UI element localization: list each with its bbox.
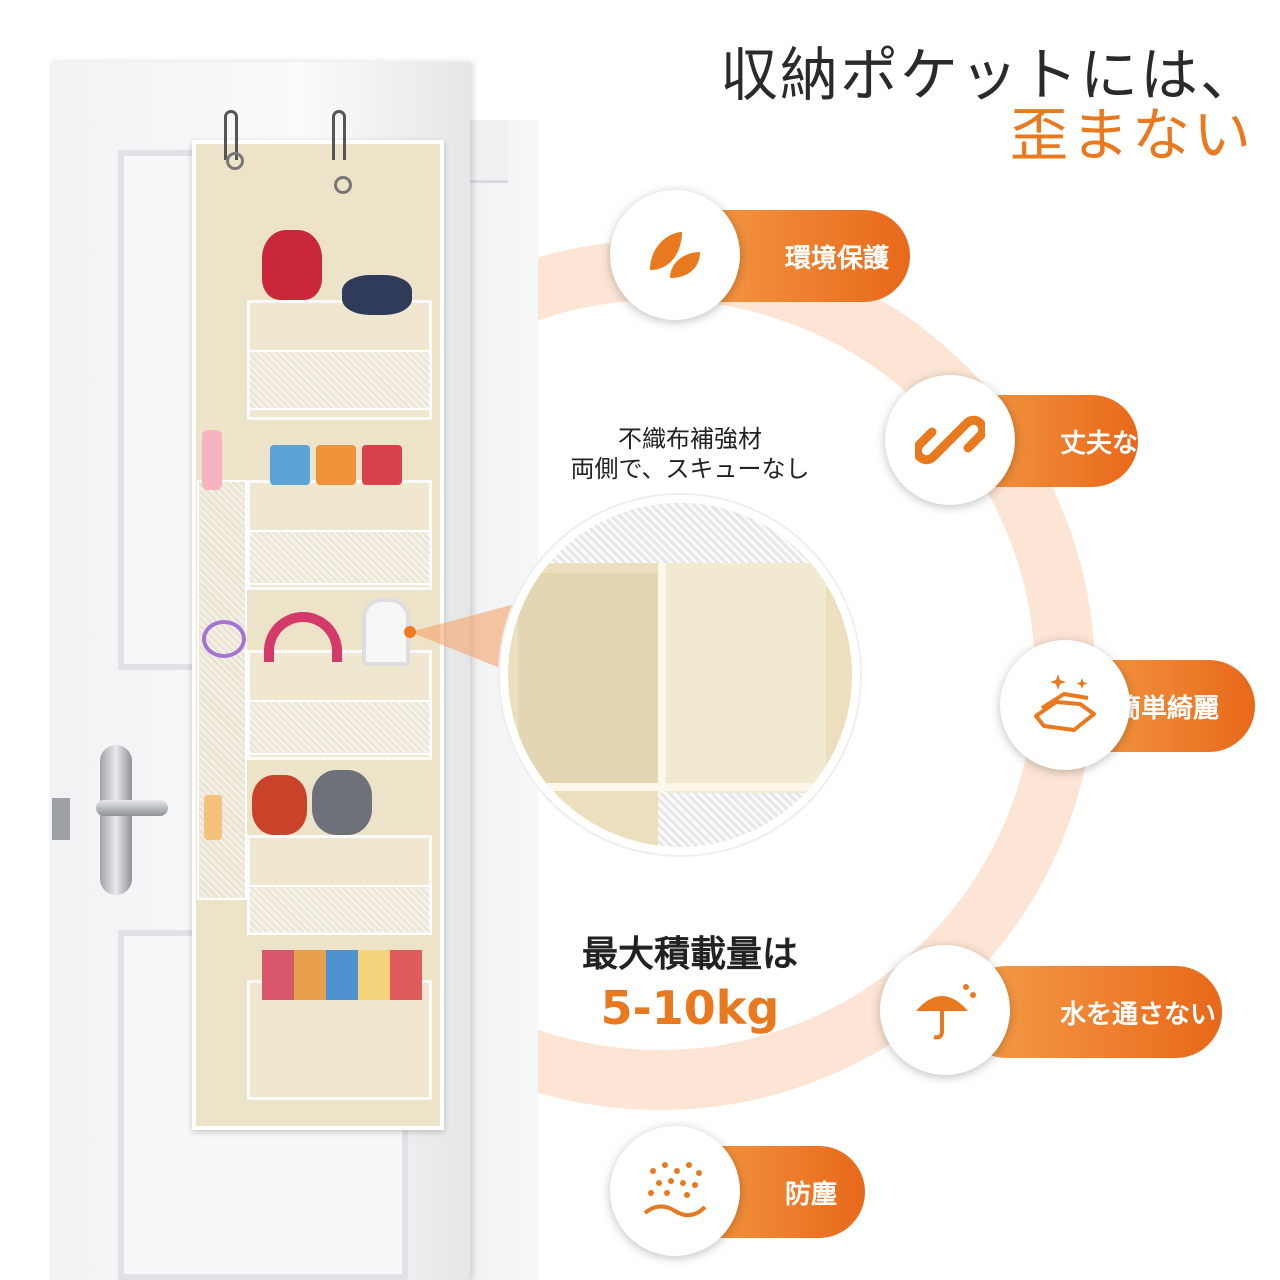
plush-toy-3 <box>252 775 307 835</box>
mesh-pocket-4 <box>247 885 432 935</box>
mesh-pocket-3 <box>247 700 432 755</box>
zoom-detail-circle <box>500 495 860 855</box>
plush-toy <box>262 230 322 300</box>
feature-dustproof-label: 防塵 <box>785 1179 838 1210</box>
jar-blue <box>270 445 310 485</box>
jar-red <box>362 445 402 485</box>
umbrella-icon <box>880 945 1010 1075</box>
hook-left <box>224 110 238 160</box>
headline-line2: 歪まない <box>1009 101 1254 169</box>
door-latch <box>52 798 70 840</box>
plush-toy-4 <box>312 770 372 835</box>
mesh-pocket-1 <box>247 350 432 410</box>
callout-line1: 不織布補強材 <box>618 425 762 453</box>
callout-line2: 両側で、スキューなし <box>570 455 810 483</box>
callout-text: 不織布補強材 両側で、スキューなし <box>520 424 860 484</box>
water-bottle <box>202 430 222 490</box>
mesh-pocket-2 <box>247 530 432 585</box>
cleaning-hand-icon <box>1000 640 1130 770</box>
capacity: 最大積載量は 5-10kg <box>540 925 840 1035</box>
book-row <box>262 950 422 1000</box>
capacity-value: 5-10kg <box>600 981 780 1035</box>
headline-line1: 収納ポケットには、 <box>719 41 1260 109</box>
headphones <box>264 612 342 662</box>
scissors <box>202 620 246 658</box>
hook-right <box>332 110 346 160</box>
door-lock-plate <box>100 745 132 895</box>
plush-toy-2 <box>342 275 412 315</box>
feature-durable-label: 丈夫な <box>1060 428 1139 459</box>
feature-eco-label: 環境保護 <box>785 243 890 274</box>
leaf-icon <box>610 190 740 320</box>
door-handle[interactable] <box>96 800 168 816</box>
capacity-label: 最大積載量は <box>581 934 798 975</box>
jar-orange <box>316 445 356 485</box>
chain-link-icon <box>885 375 1015 505</box>
feature-easy-clean-label: 簡単綺麗 <box>1115 693 1220 724</box>
feature-waterproof-label: 水を通さない <box>1060 999 1217 1030</box>
dust-icon <box>610 1126 740 1256</box>
perfume-bottle <box>204 795 222 840</box>
